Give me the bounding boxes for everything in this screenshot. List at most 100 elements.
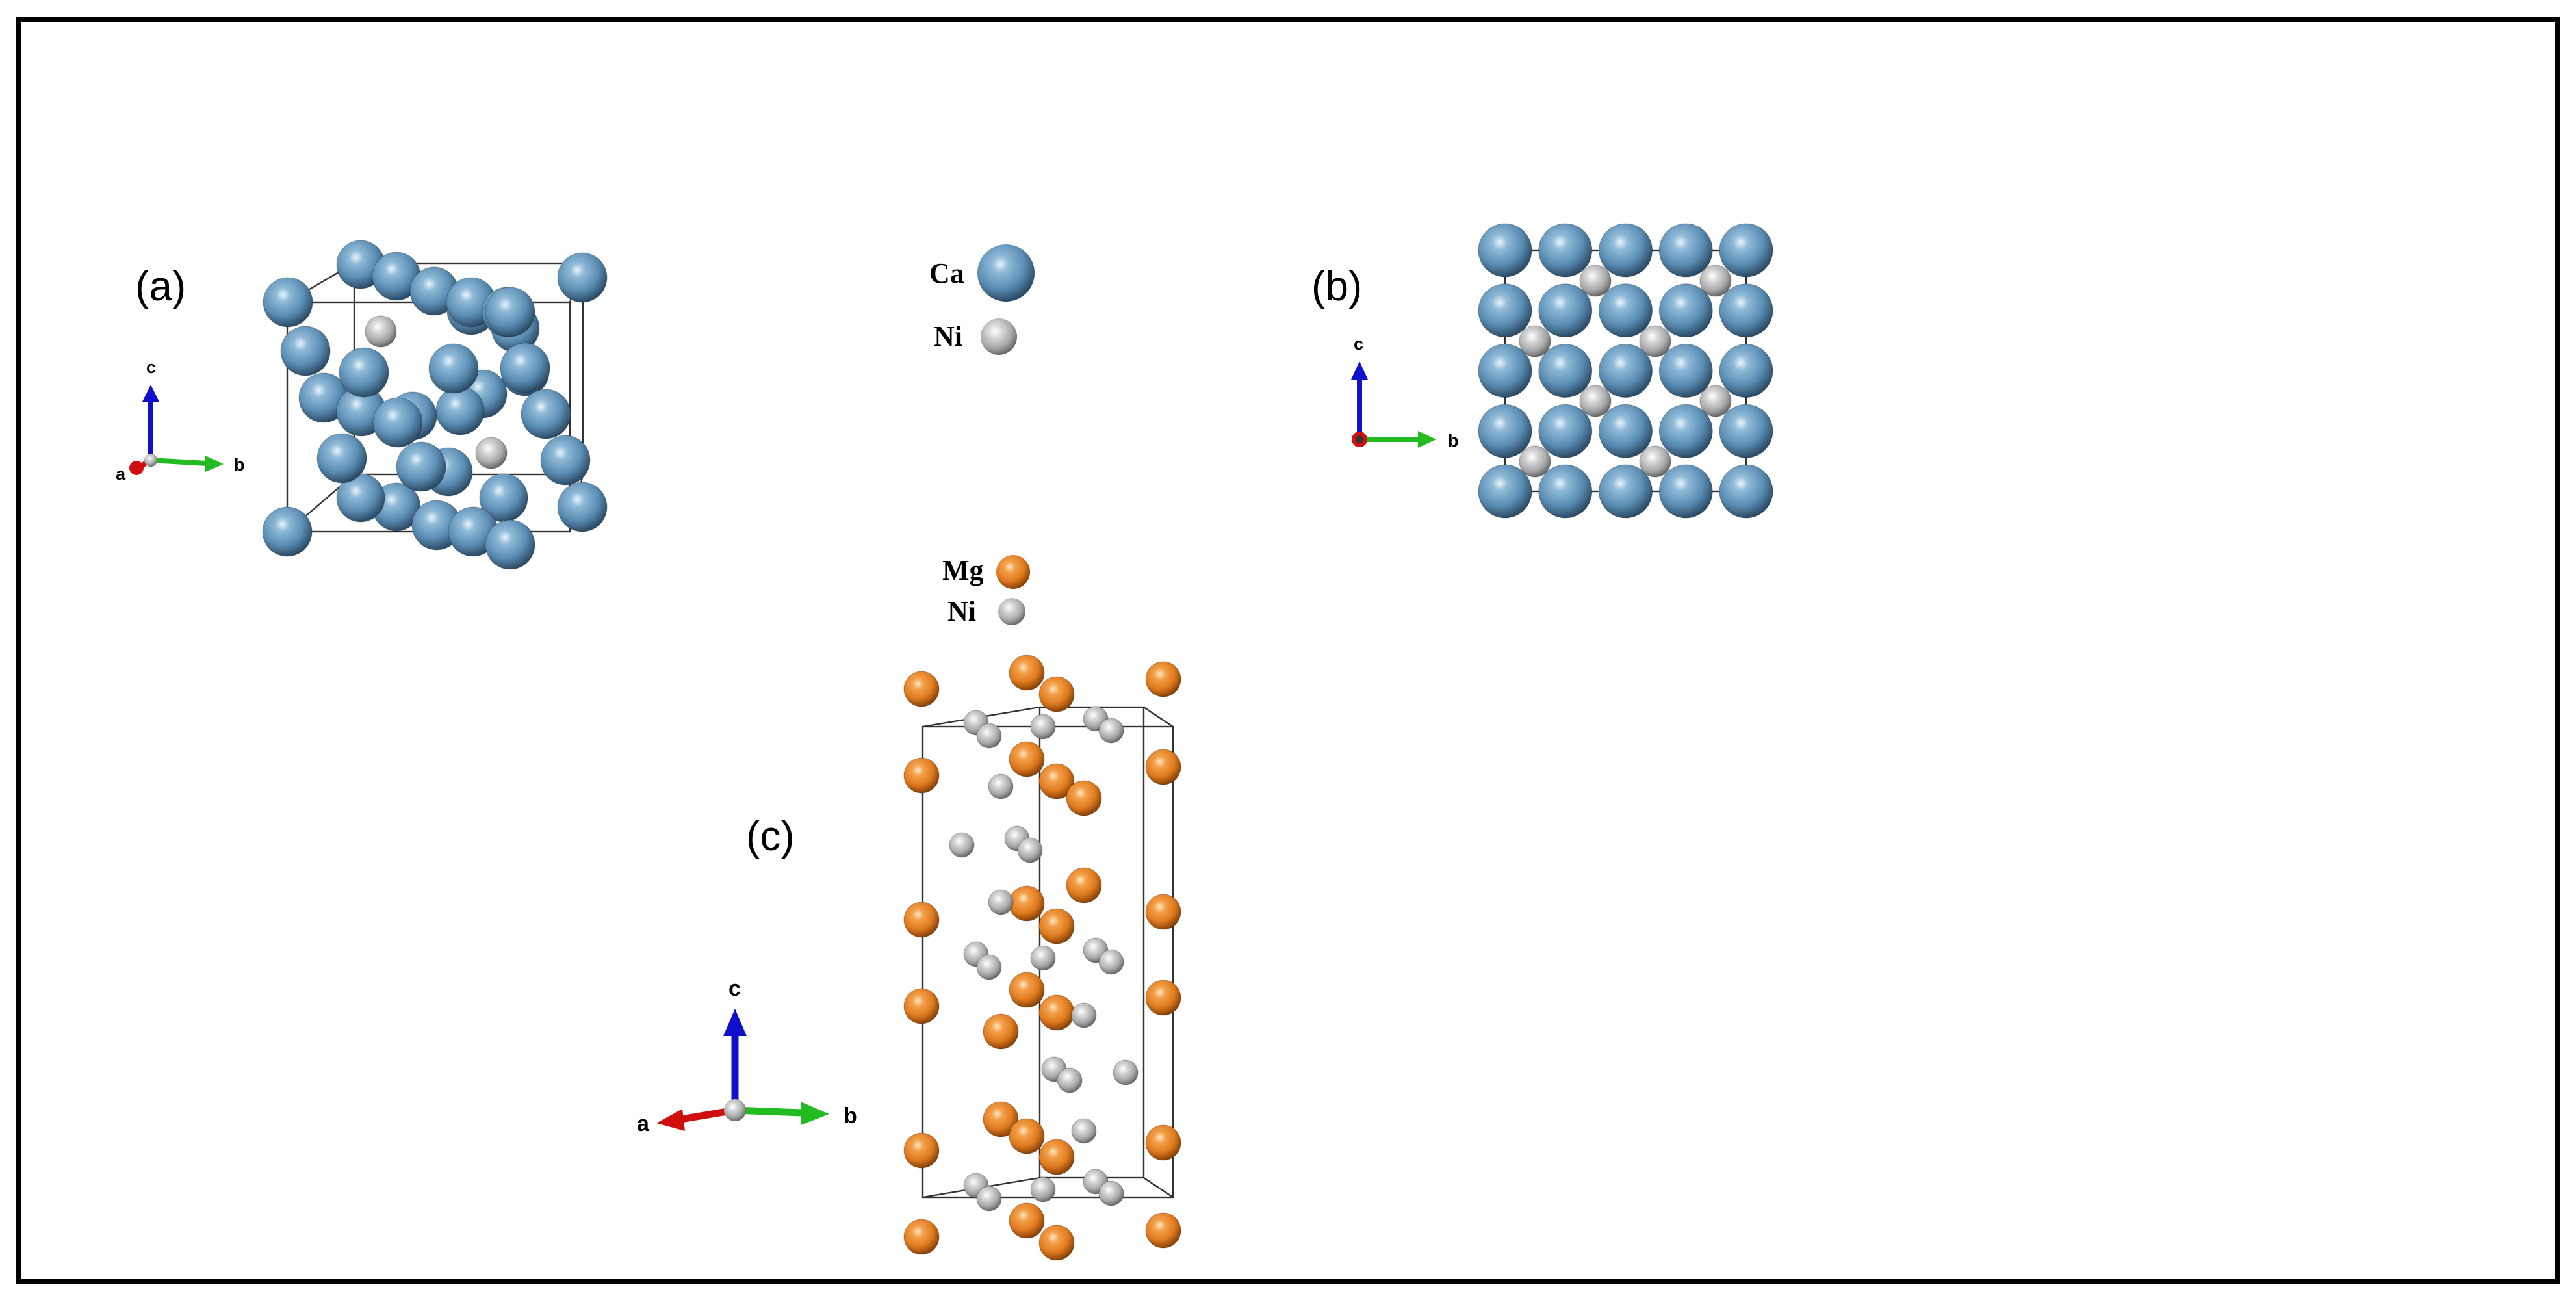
ni-atom xyxy=(1098,949,1124,975)
panel-a: (a) c b a xyxy=(116,240,608,570)
legend-mg-swatch xyxy=(996,555,1030,589)
mg-atom xyxy=(1009,885,1045,922)
ni-atom xyxy=(949,832,975,858)
ca-atom xyxy=(540,435,591,486)
ca-atom xyxy=(1599,464,1653,519)
panel-b-axis-c-label: c xyxy=(1354,334,1363,354)
ca-atom xyxy=(485,287,535,337)
ca-atom xyxy=(1599,283,1653,338)
ca-atom xyxy=(396,441,446,492)
mg-atom xyxy=(1066,867,1102,903)
legend-ca-ni: Ca Ni xyxy=(929,244,1035,355)
ca-atom xyxy=(1719,344,1773,398)
ca-atom xyxy=(1478,404,1532,458)
panel-b-label: (b) xyxy=(1311,263,1362,309)
ni-atom xyxy=(1030,945,1056,971)
ca-atom xyxy=(1719,404,1773,458)
ni-atom xyxy=(1699,385,1732,417)
mg-atom xyxy=(903,1219,940,1255)
ni-atom xyxy=(1113,1059,1139,1085)
panel-a-axis-c-label: c xyxy=(146,357,156,377)
ni-atom xyxy=(988,773,1014,799)
panel-c-atoms xyxy=(903,655,1181,1261)
legend-mg-label: Mg xyxy=(942,554,984,586)
ni-atom xyxy=(1579,265,1612,297)
ni-atom xyxy=(1579,385,1612,417)
ca-atom xyxy=(1599,223,1653,278)
mg-atom xyxy=(1009,1118,1045,1154)
ni-atom xyxy=(1098,1180,1124,1206)
ca-atom xyxy=(262,506,313,557)
ca-atom xyxy=(1478,464,1532,519)
ni-atom xyxy=(1639,325,1671,357)
ca-atom xyxy=(263,277,313,328)
ca-atom xyxy=(1478,344,1532,398)
ca-atom xyxy=(1658,404,1713,458)
ca-atom xyxy=(521,389,571,439)
ca-atom xyxy=(1658,344,1713,398)
mg-atom xyxy=(1066,780,1102,816)
mg-atom xyxy=(1038,763,1075,799)
ni-atom xyxy=(1057,1067,1083,1093)
ca-atom xyxy=(557,252,608,303)
mg-atom xyxy=(1038,676,1075,712)
legend-ni-label: Ni xyxy=(934,320,962,352)
ni-atom xyxy=(1071,1118,1097,1144)
ca-atom xyxy=(435,386,485,435)
ca-atom xyxy=(372,397,423,448)
panel-a-axes: c b a xyxy=(116,357,245,484)
ca-atom xyxy=(339,347,389,398)
mg-atom xyxy=(1145,1124,1181,1161)
mg-atom xyxy=(1038,1139,1075,1175)
mg-atom xyxy=(1145,980,1181,1016)
panel-a-axis-b-label: b xyxy=(234,455,245,474)
panel-c-axis-a-label: a xyxy=(637,1111,650,1136)
ni-atom xyxy=(475,437,508,469)
ca-atom xyxy=(1599,344,1653,398)
ca-atom xyxy=(1538,464,1593,519)
mg-atom xyxy=(1145,1212,1181,1249)
mg-atom xyxy=(983,1013,1019,1050)
ca-atom xyxy=(316,433,367,484)
ca-atom xyxy=(1538,283,1593,338)
panel-b-atoms xyxy=(1478,223,1773,519)
legend-ni-swatch-2 xyxy=(998,598,1025,625)
legend-ni-label-2: Ni xyxy=(947,595,976,627)
panel-b-axis-b-label: b xyxy=(1448,431,1459,450)
ni-atom xyxy=(1519,445,1551,478)
mg-atom xyxy=(1145,894,1181,930)
ni-atom xyxy=(1699,265,1732,297)
mg-atom xyxy=(903,671,940,707)
ca-atom xyxy=(1658,283,1713,338)
ni-atom xyxy=(1030,1176,1056,1202)
panel-b-axes: c b xyxy=(1351,334,1459,450)
ca-atom xyxy=(1719,283,1773,338)
ni-atom xyxy=(976,954,1002,980)
mg-atom xyxy=(1038,994,1075,1031)
ca-atom xyxy=(1719,464,1773,519)
ca-atom xyxy=(1478,283,1532,338)
ca-atom xyxy=(1478,223,1532,278)
ni-atom xyxy=(988,889,1014,915)
ca-atom xyxy=(1538,404,1593,458)
panel-c-axis-c-label: c xyxy=(728,976,741,1001)
mg-atom xyxy=(1038,1225,1075,1261)
ca-atom xyxy=(500,343,550,393)
mg-atom xyxy=(903,1132,940,1169)
legend-ca-label: Ca xyxy=(929,257,964,289)
ca-atom xyxy=(1599,404,1653,458)
mg-atom xyxy=(1145,661,1181,697)
ca-atom xyxy=(485,519,535,570)
ca-atom xyxy=(1538,344,1593,398)
panel-c-axis-b-label: b xyxy=(844,1104,857,1128)
ni-atom xyxy=(365,315,397,348)
panel-c: (c) c b a xyxy=(637,655,1181,1261)
ca-atom xyxy=(1538,223,1593,278)
ca-atom xyxy=(428,343,479,394)
figure-frame xyxy=(16,17,2560,1284)
panel-c-axes: c b a xyxy=(637,976,857,1136)
mg-atom xyxy=(1009,655,1045,691)
ca-atom xyxy=(280,326,331,376)
mg-atom xyxy=(903,902,940,938)
